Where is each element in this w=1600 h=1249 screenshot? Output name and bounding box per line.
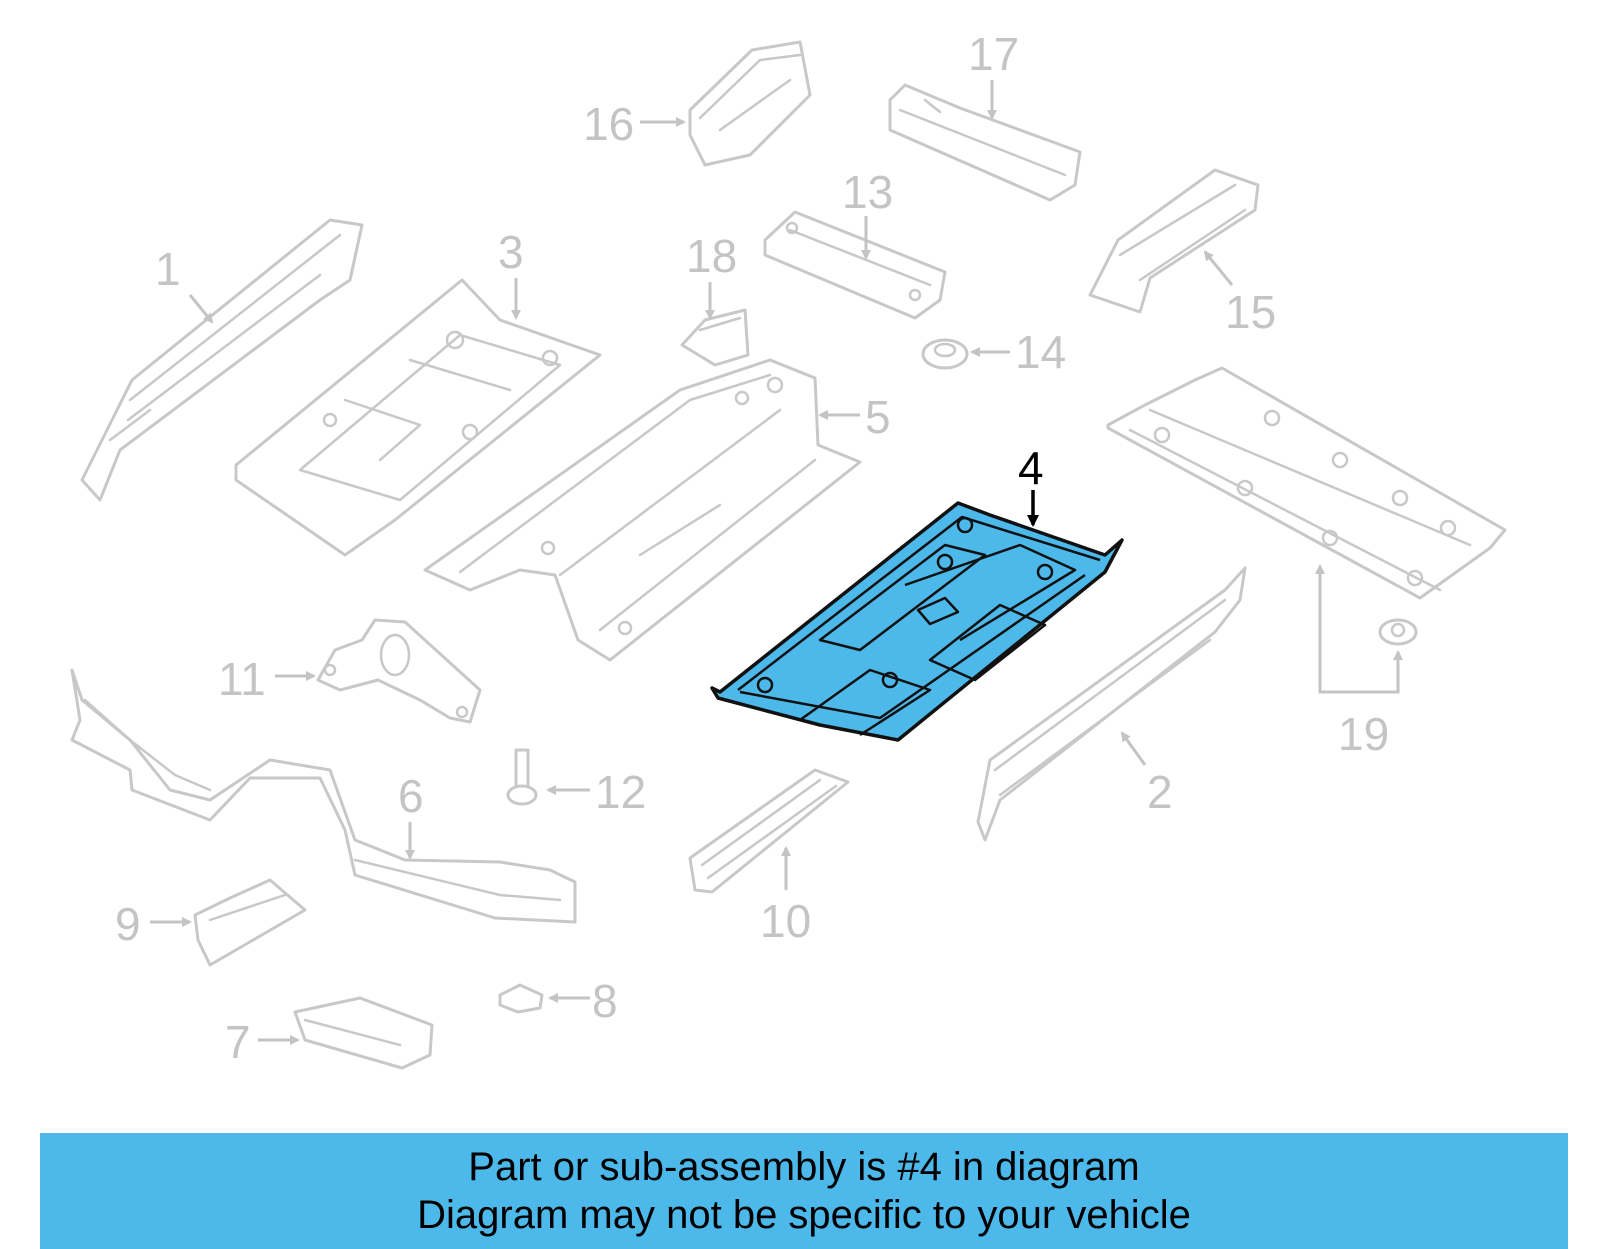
callout-5: 5 <box>818 391 891 443</box>
callout-3: 3 <box>498 226 524 320</box>
callout-9-label: 9 <box>115 898 141 950</box>
part-16-bracket[interactable] <box>688 40 812 167</box>
callout-19: 19 <box>1315 564 1403 760</box>
part-10-channel[interactable] <box>688 768 850 894</box>
callout-15: 15 <box>1203 250 1276 338</box>
callout-12: 12 <box>546 766 646 818</box>
callout-13-label: 13 <box>842 166 893 218</box>
info-banner: Part or sub-assembly is #4 in diagram Di… <box>40 1133 1568 1249</box>
callout-13: 13 <box>842 166 893 260</box>
part-2-side-rail[interactable] <box>976 566 1247 842</box>
callout-15-label: 15 <box>1225 286 1276 338</box>
callout-1-label: 1 <box>155 243 181 295</box>
callout-18-label: 18 <box>686 230 737 282</box>
callout-2: 2 <box>1120 731 1173 818</box>
part-13-reinforcement[interactable] <box>763 210 947 320</box>
part-17-cross-member[interactable] <box>888 83 1082 202</box>
part-9-bracket[interactable] <box>193 878 307 967</box>
callout-9: 9 <box>115 898 192 950</box>
callout-12-label: 12 <box>595 766 646 818</box>
part-15-rear-bracket[interactable] <box>1088 168 1260 314</box>
callout-14: 14 <box>970 326 1066 378</box>
callout-6-label: 6 <box>398 770 424 822</box>
part-5-center-floor[interactable] <box>423 358 862 662</box>
callout-10: 10 <box>760 846 811 947</box>
callout-1: 1 <box>155 243 214 324</box>
callout-4-label: 4 <box>1018 442 1044 494</box>
callout-16-label: 16 <box>583 98 634 150</box>
callout-18: 18 <box>686 230 737 320</box>
callout-8: 8 <box>548 975 618 1027</box>
callout-16: 16 <box>583 98 686 150</box>
part-4-floor-pan[interactable] <box>710 501 1124 742</box>
callout-7-label: 7 <box>225 1016 251 1068</box>
callout-14-label: 14 <box>1015 326 1066 378</box>
callout-7: 7 <box>225 1016 300 1068</box>
callout-11-label: 11 <box>218 653 266 705</box>
callout-8-label: 8 <box>592 975 618 1027</box>
callout-4: 4 <box>1018 442 1044 527</box>
callout-6: 6 <box>398 770 424 860</box>
part-8-clip[interactable] <box>498 983 544 1014</box>
part-18-small-bracket[interactable] <box>680 308 750 367</box>
banner-line-1: Part or sub-assembly is #4 in diagram <box>468 1145 1140 1189</box>
callout-11: 11 <box>218 653 316 705</box>
callout-17-label: 17 <box>968 28 1019 80</box>
banner-line-2: Diagram may not be specific to your vehi… <box>417 1193 1191 1237</box>
part-3-front-floor[interactable] <box>234 278 602 557</box>
callout-2-label: 2 <box>1147 766 1173 818</box>
callout-17: 17 <box>968 28 1019 120</box>
callout-3-label: 3 <box>498 226 524 278</box>
callout-19-label: 19 <box>1338 708 1389 760</box>
part-11-mount-bracket[interactable] <box>316 618 482 724</box>
part-6-lower-member[interactable] <box>70 668 577 924</box>
part-12-bolt[interactable] <box>506 748 538 806</box>
part-7-bracket[interactable] <box>293 996 434 1070</box>
callout-5-label: 5 <box>865 391 891 443</box>
part-1-side-rail[interactable] <box>80 218 364 502</box>
callout-10-label: 10 <box>760 895 811 947</box>
part-14-nut[interactable] <box>921 338 969 370</box>
part-19-rear-floor[interactable] <box>1106 366 1507 646</box>
